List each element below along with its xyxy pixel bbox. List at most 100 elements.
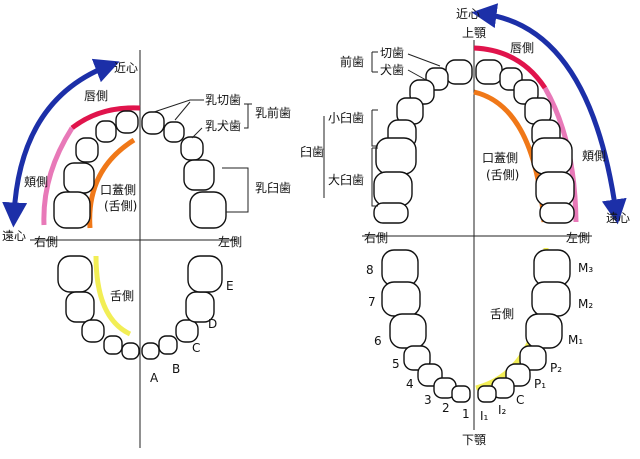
tooth-lower-third-molar [381,249,419,287]
label-labial-right: 唇側 [510,41,534,55]
letter-A: A [150,371,159,385]
tooth-lower-second-premolar [519,345,547,371]
label-primary-canine: 乳犬歯 [205,119,241,133]
tooth-primary-upper-incisor [115,110,139,134]
label-left-side-right: 左側 [566,230,590,245]
tooth-primary-lower-molar [187,255,223,293]
tooth-primary-lower-lateral [158,335,178,355]
tooth-upper-molar [375,137,417,175]
tooth-upper-molar [373,202,409,224]
tooth-primary-upper-molar [53,191,91,229]
tooth-code-I2: I₂ [498,403,507,417]
tooth-number-4: 4 [406,377,414,391]
tooth-code-C: C [516,393,524,407]
tooth-code-M1: M₁ [568,333,583,347]
label-primary-incisor: 乳切歯 [205,93,241,107]
cheek-side-band-left [41,126,75,226]
label-lower-jaw: 下顎 [462,433,486,447]
label-palatal-right: 口蓋側 [482,151,518,165]
tooth-primary-lower-incisor [141,342,160,360]
label-posterior-teeth: 臼歯 [300,144,324,159]
lip-side-band-left [70,105,141,130]
label-incisor: 切歯 [380,46,404,60]
permanent-label-leaders [323,51,441,207]
tooth-primary-upper-lateral [95,120,117,143]
label-buccal-right: 頬側 [582,149,606,163]
tooth-primary-upper-canine [75,137,99,163]
tooth-upper-molar [535,171,575,207]
primary-label-leaders [153,99,252,213]
tooth-upper-central-incisor [475,59,503,85]
label-lingual-right: 舌側 [490,307,514,321]
tooth-code-P1: P₁ [534,377,546,391]
tooth-primary-lower-incisor [121,342,140,360]
tooth-primary-lower-canine [81,319,105,343]
tooth-primary-upper-molar [63,162,95,194]
primary-upper-teeth [53,110,227,229]
tooth-code-P2: P₂ [550,361,562,375]
tooth-lower-first-molar [389,313,427,349]
permanent-lower-teeth [381,249,571,403]
label-labial-left: 唇側 [84,89,108,103]
label-right-side-right: 右側 [364,230,388,245]
tooth-lower-second-molar [381,281,421,317]
label-molar: 大臼歯 [328,172,364,187]
tooth-number-2: 2 [442,401,450,415]
tooth-primary-lower-lateral [103,335,123,355]
tooth-code-M2: M₂ [578,297,593,311]
tooth-lower-third-molar [533,249,571,287]
tooth-lower-second-molar [531,281,571,317]
label-premolar: 小臼歯 [328,110,364,125]
label-distal-right: 遠心 [606,211,630,225]
tooth-primary-upper-molar [183,159,215,191]
tooth-lower-first-molar [525,313,563,349]
letter-C: C [192,341,200,355]
label-buccal-left: 頬側 [24,175,48,189]
label-left-side-left: 左側 [218,234,242,249]
label-mesial-left: 近心 [114,61,138,75]
tooth-number-1: 1 [462,407,470,421]
label-canine: 犬歯 [380,63,404,77]
letter-E: E [226,279,234,293]
tooth-upper-molar [539,202,575,224]
tooth-code-M3: M₃ [578,261,593,275]
label-primary-anterior: 乳前歯 [255,105,291,120]
letter-B: B [172,362,180,376]
tooth-primary-upper-incisor [141,111,165,135]
mesial-distal-arrow-right [471,3,627,225]
tooth-number-8: 8 [366,263,374,277]
tooth-primary-upper-molar [189,191,227,229]
tooth-upper-molar [373,171,413,207]
label-upper-jaw: 上顎 [462,26,486,40]
mesial-distal-arrow-left [2,58,120,228]
letter-D: D [208,317,217,331]
lip-side-band-right [473,45,548,90]
label-right-side-left: 右側 [34,234,58,249]
primary-lower-teeth [57,255,223,360]
tooth-number-5: 5 [392,357,400,371]
tongue-side-band-left [93,255,132,337]
tooth-lower-incisor [477,385,497,403]
tooth-primary-lower-canine [175,319,199,343]
label-palatal-left: 口蓋側 [100,183,136,197]
tooth-primary-lower-molar [65,291,95,323]
tooth-number-6: 6 [374,334,382,348]
primary-dentition-panel: 近心 遠心 唇側 頬側 口蓋側 (舌側) 右側 左側 舌側 乳切歯 乳犬歯 乳前… [2,50,291,448]
tooth-code-I1: I₁ [480,409,489,423]
permanent-dentition-panel: 近心 上顎 唇側 頬側 遠心 口蓋側 (舌側) 右側 左側 前歯 切歯 犬歯 小… [300,3,630,447]
label-primary-molar: 乳臼歯 [255,180,291,195]
tooth-primary-upper-canine [180,136,204,161]
tooth-upper-central-incisor [445,59,473,85]
label-mesial-right: 近心 [456,7,480,21]
permanent-upper-teeth [373,59,575,224]
label-distal-left: 遠心 [2,229,26,243]
tooth-number-7: 7 [368,295,376,309]
tooth-primary-lower-molar [57,255,93,293]
tooth-upper-molar [531,137,573,175]
label-lingual-paren-right: (舌側) [486,168,519,182]
tooth-lower-incisor [451,385,471,403]
label-lingual-paren-left: (舌側) [104,199,137,213]
label-anterior-teeth: 前歯 [340,54,364,69]
